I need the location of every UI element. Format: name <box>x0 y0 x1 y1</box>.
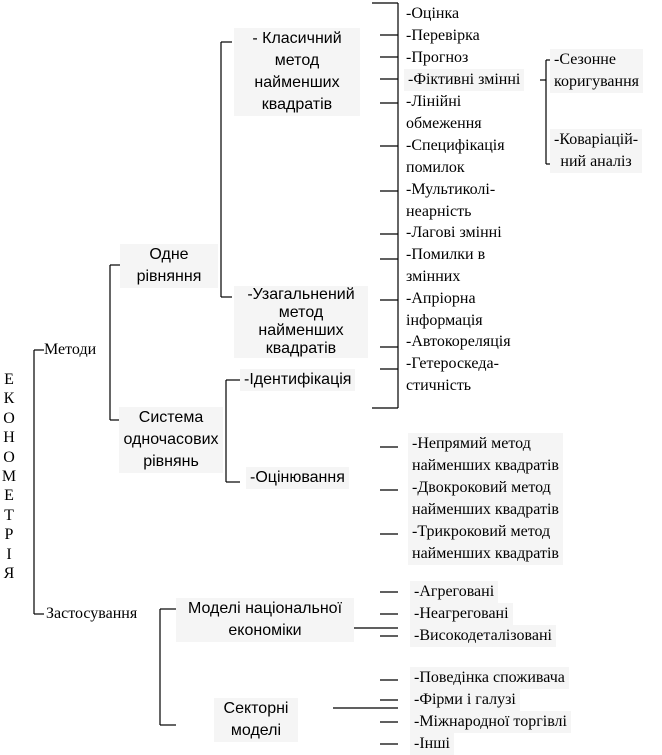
root-title-letter: Р <box>4 526 14 544</box>
root-title-letter: Е <box>4 487 14 505</box>
topic-item: -Лагові змінні <box>406 224 502 241</box>
topic-item: -Автокореляція <box>406 333 511 350</box>
topic-item: -Перевірка <box>406 27 480 44</box>
dummy-subtopic: -Коваріацій-ний аналіз <box>550 129 643 173</box>
topic-item: -Апріорна інформація <box>406 290 483 329</box>
topic-item: -Мультиколі- неарність <box>406 181 496 220</box>
estimation-label: -Оцінювання <box>246 467 349 489</box>
sectoral-item: -Інші <box>410 733 454 755</box>
topic-item: -Прогноз <box>406 49 469 66</box>
root-title-letter: Т <box>4 506 14 524</box>
national-item: -Неагреговані <box>410 603 513 625</box>
applications-label: Застосування <box>46 605 138 622</box>
national-item: -Високодеталізовані <box>410 625 556 647</box>
topic-item: -Фіктивні змінні <box>404 69 525 91</box>
root-title-letter: О <box>3 448 15 466</box>
topic-item: -Оцінка <box>406 5 460 22</box>
identification-label: -Ідентифікація <box>240 369 356 391</box>
topic-item: -Специфікація помилок <box>406 137 505 176</box>
root-title-letter: О <box>3 409 15 427</box>
sectoral-item: -Міжнародної торгівлі <box>410 711 571 733</box>
root-title-letter: Я <box>3 564 15 582</box>
root-title-letter: М <box>1 467 17 485</box>
sectoral-item: -Фірми і галузі <box>410 689 520 711</box>
root-title-letter: Е <box>4 371 14 388</box>
root-title-letter: К <box>3 390 15 408</box>
national-item: -Агреговані <box>410 581 499 603</box>
methods-label: Методи <box>44 341 97 358</box>
root-title: Е К О Н О М Е Т Р І Я <box>0 370 18 583</box>
root-title-letter: І <box>6 545 12 563</box>
topic-item: -Лінійні обмеження <box>406 93 482 132</box>
sectoral-item: -Поведінка споживача <box>410 667 569 689</box>
topic-item: -Помилки в змінних <box>406 246 486 285</box>
root-title-letter: Н <box>3 429 15 447</box>
topic-item: -Гетероскеда- стичність <box>406 355 499 394</box>
estimation-method: -Непрямий метод найменших квадратів <box>408 433 563 477</box>
